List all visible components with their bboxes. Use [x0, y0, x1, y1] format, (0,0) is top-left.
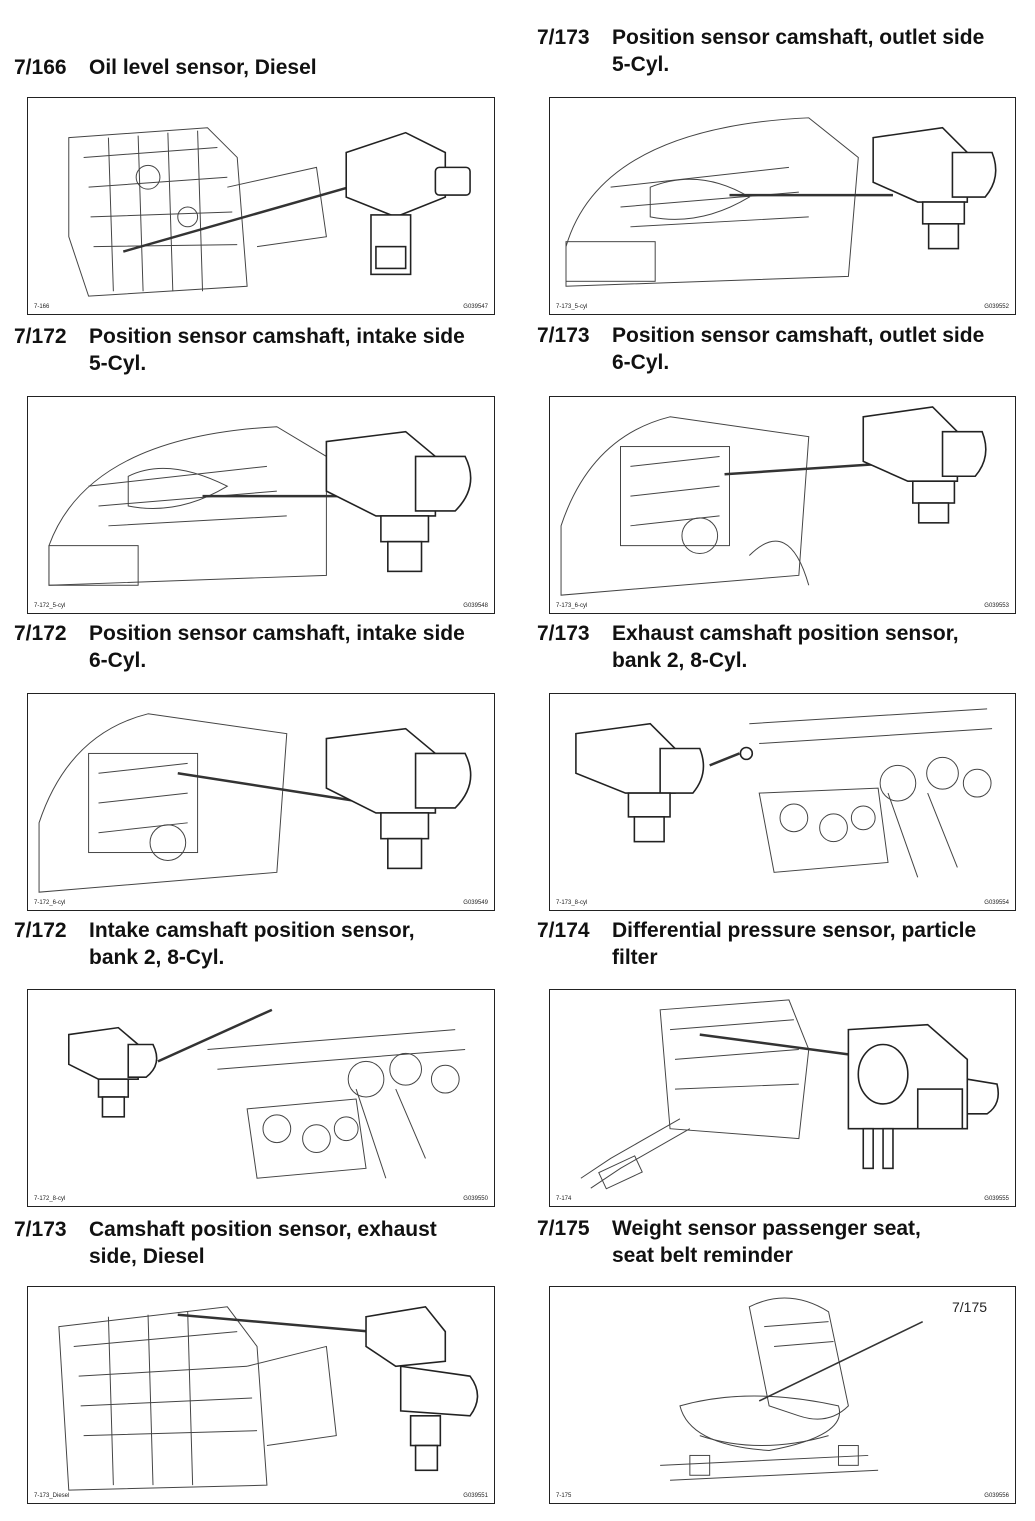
section-number: 7/166: [14, 56, 67, 79]
figure-code: 7-172_8-cyl: [34, 1196, 66, 1202]
camshaft-illustration-icon: [67, 1008, 466, 1179]
figure-code: 7-173_5-cyl: [556, 304, 588, 310]
figure-oil-level-sensor: 7-166 G039547: [27, 97, 495, 315]
section-title: Intake camshaft position sensor, bank 2,…: [89, 919, 415, 969]
engine-illustration-icon: [58, 1305, 479, 1491]
section-title: Position sensor camshaft, intake side 5-…: [89, 325, 465, 375]
exhaust-system-illustration-icon: [580, 999, 1000, 1190]
seat-illustration-icon: [660, 1297, 924, 1481]
section-title: Exhaust camshaft position sensor, bank 2…: [612, 622, 959, 672]
section-number: 7/172: [14, 622, 67, 645]
figure-reference: G039547: [463, 304, 488, 310]
figure-reference: G039550: [463, 1196, 488, 1202]
engine-illustration-icon: [68, 127, 471, 297]
callout-label: 7/175: [952, 1299, 988, 1315]
figure-reference: G039553: [984, 603, 1009, 609]
section-number: 7/172: [14, 325, 67, 348]
engine-illustration-icon: [38, 713, 472, 893]
figure-outlet-6cyl: 7-173_6-cyl G039553: [549, 396, 1016, 614]
section-title: Position sensor camshaft, outlet side 6-…: [612, 324, 985, 374]
section-number: 7/174: [537, 919, 590, 942]
figure-intake-5cyl: 7-172_5-cyl G039548: [27, 396, 495, 614]
figure-code: 7-173_Diesel: [34, 1493, 70, 1499]
section-title: Position sensor camshaft, outlet side 5-…: [612, 26, 985, 76]
section-title: Position sensor camshaft, intake side 6-…: [89, 622, 465, 672]
figure-code: 7-175: [556, 1493, 572, 1499]
figure-code: 7-172_5-cyl: [34, 603, 66, 609]
figure-intake-8cyl: 7-172_8-cyl G039550: [27, 989, 495, 1207]
figure-reference: G039554: [984, 900, 1009, 906]
section-number: 7/173: [537, 324, 590, 347]
figure-outlet-5cyl: 7-173_5-cyl G039552: [549, 97, 1016, 315]
figure-differential-pressure: 7-174 G039555: [549, 989, 1016, 1207]
camshaft-illustration-icon: [575, 708, 993, 878]
figure-reference: G039549: [463, 900, 488, 906]
figure-code: 7-172_6-cyl: [34, 900, 66, 906]
section-number: 7/173: [537, 622, 590, 645]
figure-reference: G039555: [984, 1196, 1009, 1202]
figure-code: 7-173_8-cyl: [556, 900, 588, 906]
section-title: Differential pressure sensor, particle f…: [612, 919, 977, 969]
figure-exhaust-diesel: 7-173_Diesel G039551: [27, 1286, 495, 1504]
section-number: 7/173: [14, 1218, 67, 1241]
section-number: 7/173: [537, 26, 590, 49]
engine-illustration-icon: [565, 117, 997, 287]
engine-illustration-icon: [48, 426, 472, 586]
figure-code: 7-166: [34, 304, 50, 310]
figure-code: 7-173_6-cyl: [556, 603, 588, 609]
figure-intake-6cyl: 7-172_6-cyl G039549: [27, 693, 495, 911]
section-number: 7/172: [14, 919, 67, 942]
section-number: 7/175: [537, 1217, 590, 1240]
figure-reference: G039552: [984, 304, 1009, 310]
section-title: Camshaft position sensor, exhaust side, …: [89, 1218, 437, 1268]
section-title: Oil level sensor, Diesel: [89, 56, 317, 79]
figure-reference: G039556: [984, 1493, 1009, 1499]
figure-reference: G039551: [463, 1493, 488, 1499]
figure-exhaust-8cyl: 7-173_8-cyl G039554: [549, 693, 1016, 911]
figure-weight-sensor-seat: 7/175 7-175 G039556: [549, 1286, 1016, 1504]
section-title: Weight sensor passenger seat, seat belt …: [612, 1217, 921, 1267]
figure-reference: G039548: [463, 603, 488, 609]
figure-code: 7-174: [556, 1196, 572, 1202]
engine-illustration-icon: [560, 406, 987, 596]
